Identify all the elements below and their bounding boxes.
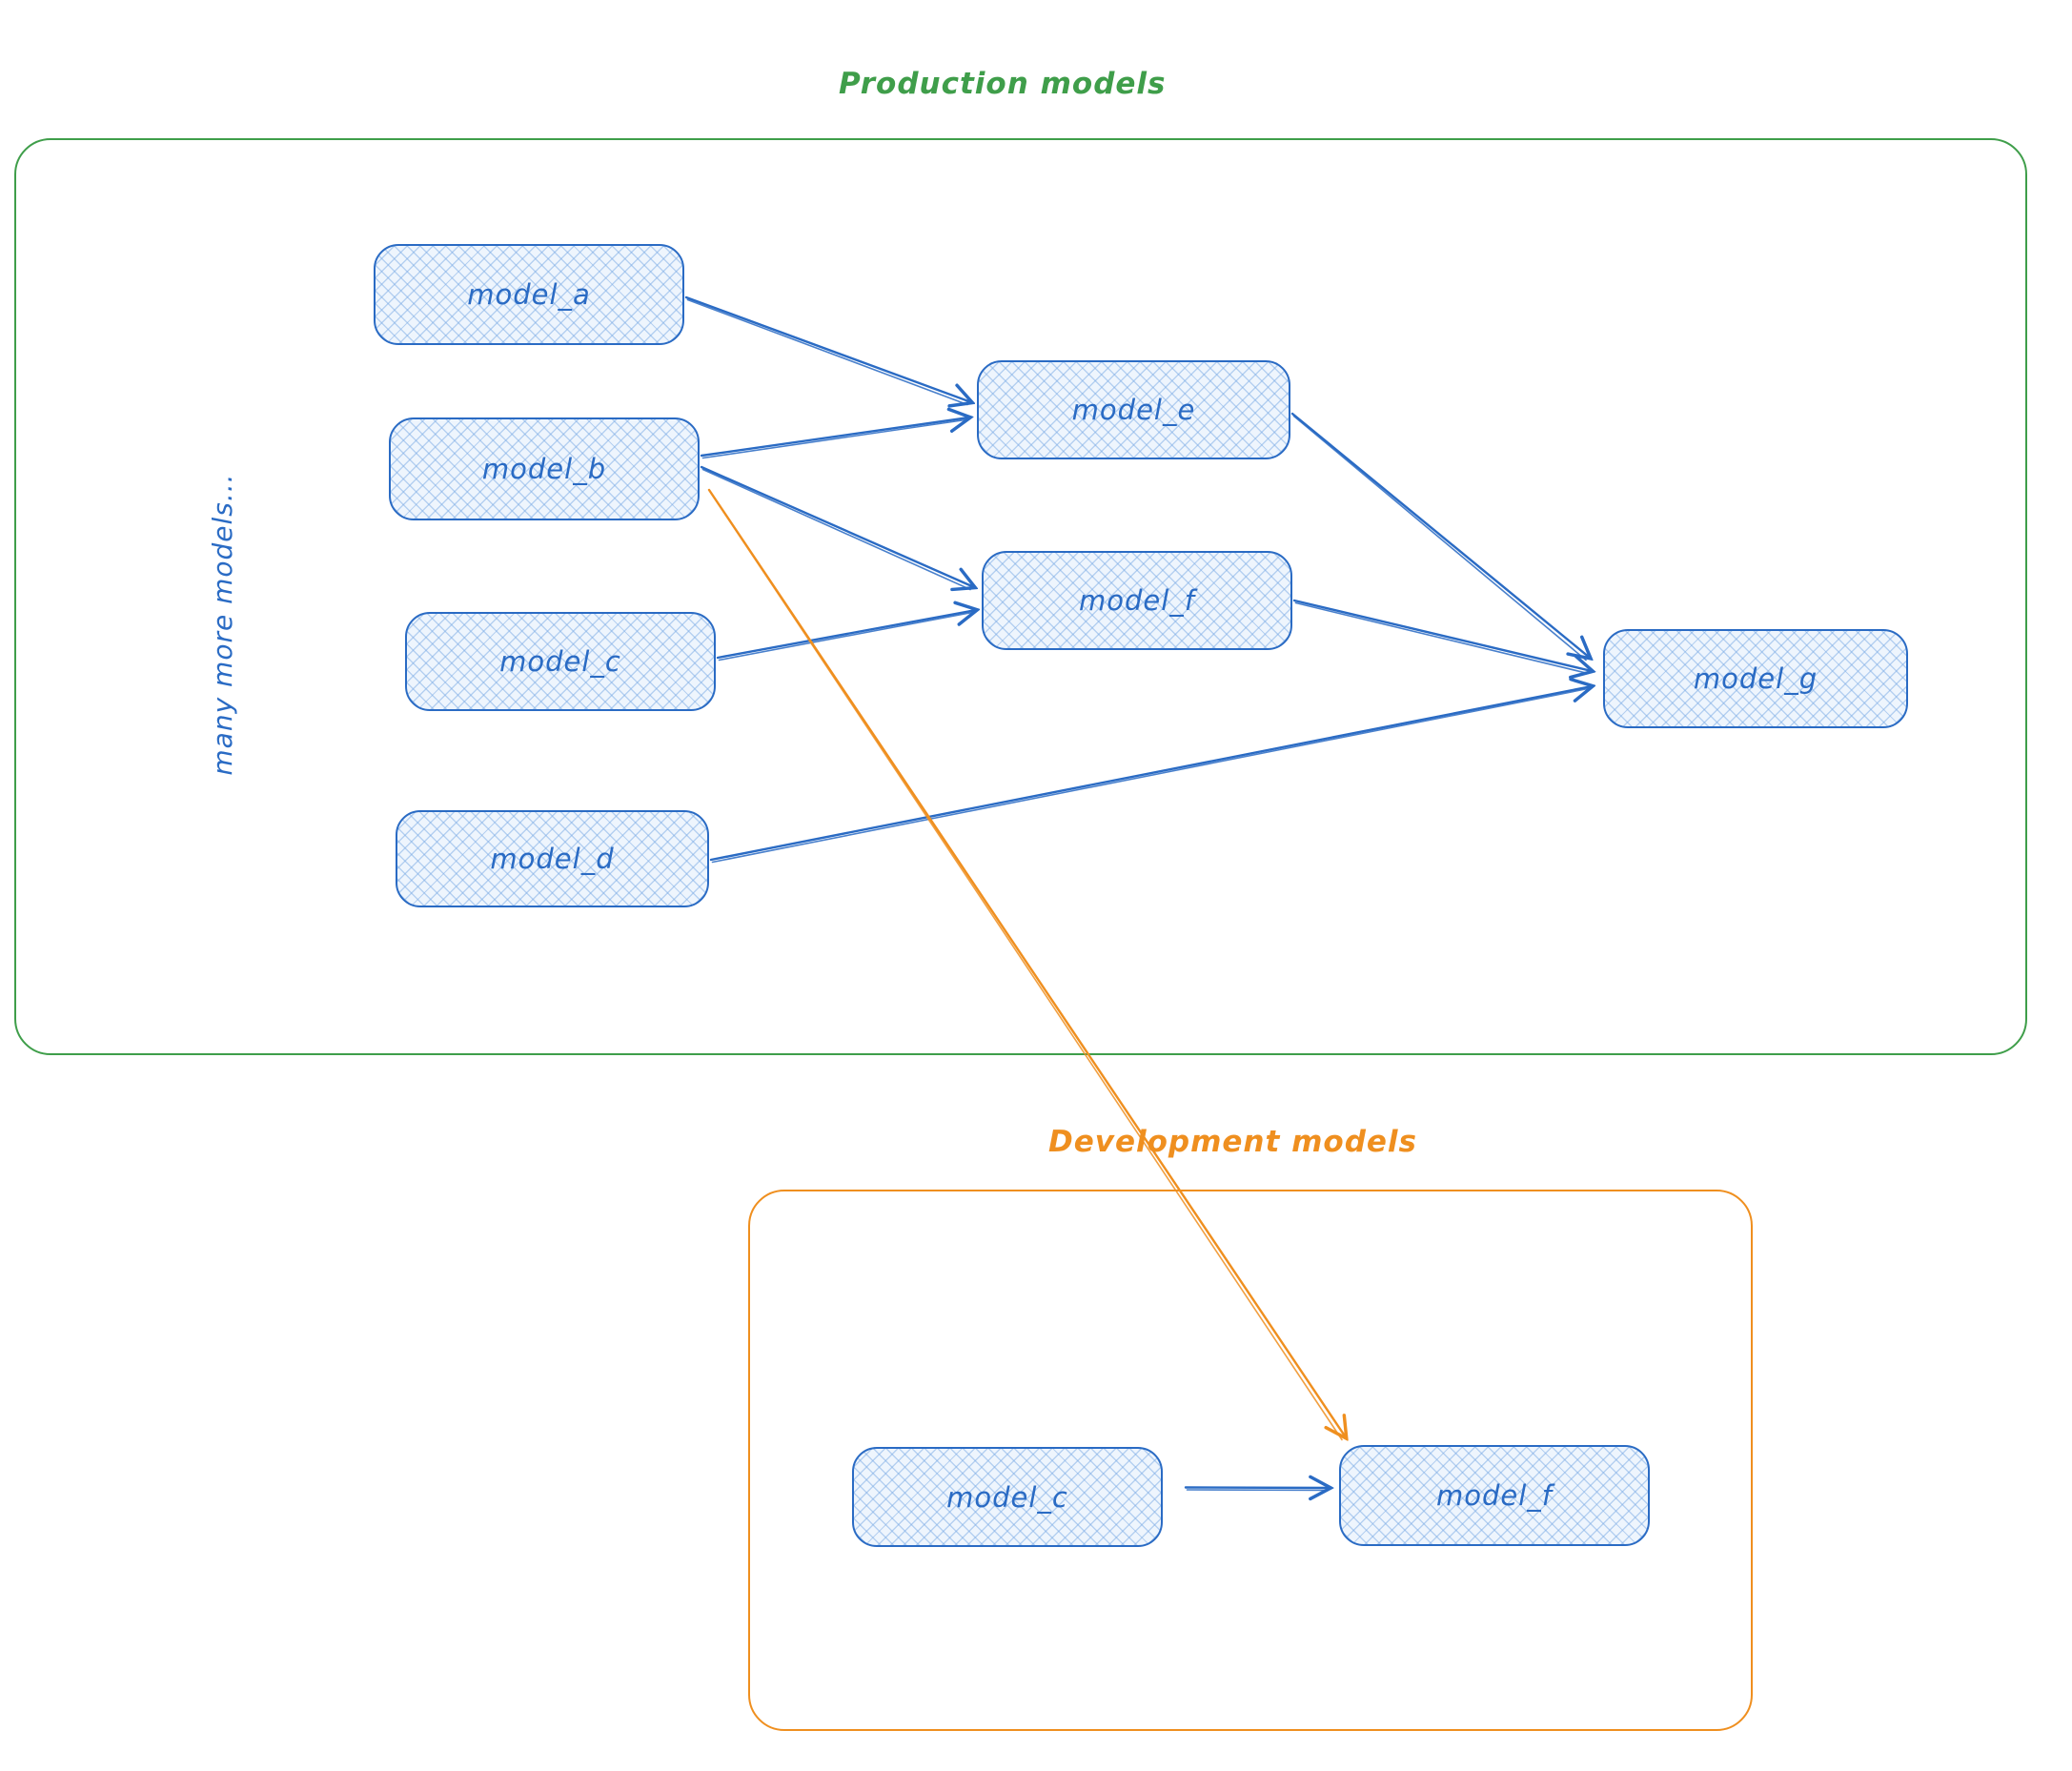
node-label: model_g <box>1693 662 1818 695</box>
node-development-model-c[interactable]: model_c <box>852 1447 1163 1547</box>
node-label: model_a <box>467 278 591 311</box>
production-frame-title: Production models <box>839 67 1167 101</box>
node-label: model_f <box>1435 1479 1553 1512</box>
node-label: model_f <box>1078 584 1195 617</box>
node-production-model-g[interactable]: model_g <box>1603 629 1908 728</box>
node-production-model-a[interactable]: model_a <box>374 244 684 345</box>
node-label: model_b <box>481 453 607 485</box>
node-production-model-f[interactable]: model_f <box>982 551 1292 650</box>
node-label: model_d <box>490 843 615 875</box>
node-production-model-b[interactable]: model_b <box>389 417 700 520</box>
node-label: model_c <box>946 1480 1068 1514</box>
many-more-models-note: many more models... <box>207 473 238 776</box>
node-development-model-f[interactable]: model_f <box>1339 1445 1650 1546</box>
node-production-model-c[interactable]: model_c <box>405 612 716 711</box>
node-label: model_c <box>499 645 621 678</box>
development-frame-title: Development models <box>1048 1125 1418 1159</box>
node-label: model_e <box>1071 394 1196 426</box>
node-production-model-e[interactable]: model_e <box>977 360 1290 459</box>
node-production-model-d[interactable]: model_d <box>396 810 709 907</box>
